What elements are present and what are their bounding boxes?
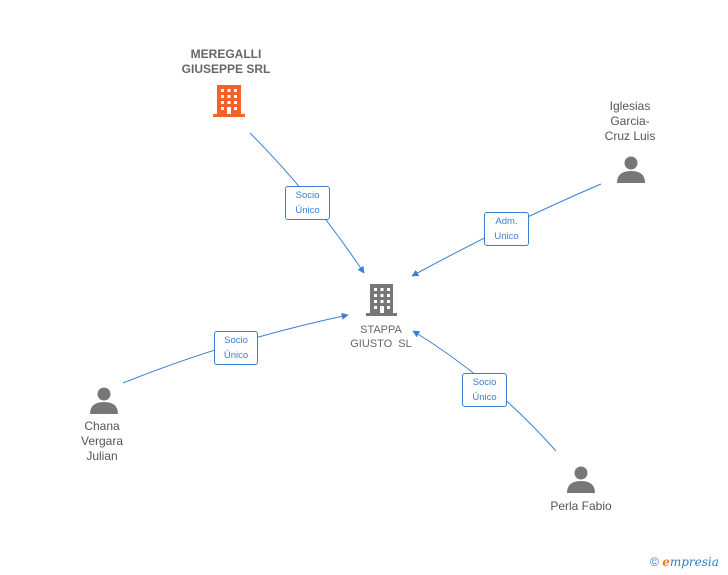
relation-label-line: Socio (224, 335, 248, 346)
brand-initial: e (662, 555, 670, 569)
company-node-meregalli[interactable]: MEREGALLI GIUSEPPE SRL (166, 47, 286, 77)
person-node-iglesias[interactable]: Iglesias Garcia- Cruz Luis (590, 99, 670, 144)
relation-label-line: Único (223, 350, 249, 361)
company-node-stappa[interactable]: STAPPA GIUSTO SL (331, 323, 431, 351)
relation-label-meregalli[interactable]: Socio Único (285, 186, 330, 220)
relation-label-line: Único (472, 392, 497, 403)
empresia-logo[interactable]: © empresia (650, 555, 719, 569)
relation-label-line: Socio (295, 190, 320, 201)
person-icon (617, 156, 645, 183)
relation-label-line: Unico (494, 231, 519, 242)
node-label-line: GIUSTO SL (350, 338, 412, 350)
node-label-line: STAPPA (360, 324, 402, 336)
relation-label-line: Único (295, 205, 320, 216)
node-label-line: Perla Fabio (550, 499, 612, 513)
relation-label-line: Adm. (495, 216, 518, 227)
person-icon (567, 466, 595, 493)
node-label-line: MEREGALLI (190, 47, 262, 61)
relation-label-iglesias[interactable]: Adm. Unico (484, 212, 529, 246)
node-label-line: Cruz Luis (604, 129, 656, 143)
building-icon (213, 85, 245, 117)
person-icon (90, 387, 118, 414)
brand-name: mpresia (669, 555, 719, 569)
relation-label-line: Socio (472, 377, 497, 388)
node-label-line: Chana (84, 419, 120, 433)
person-node-chana[interactable]: Chana Vergara Julian (66, 419, 138, 464)
building-icon (366, 284, 397, 316)
node-label-line: Garcia- (610, 114, 650, 128)
node-label-line: Iglesias (609, 99, 651, 113)
relation-label-perla[interactable]: Socio Único (462, 373, 507, 407)
node-label-line: GIUSEPPE SRL (181, 62, 271, 76)
relation-label-chana[interactable]: Socio Único (214, 331, 258, 365)
node-label-line: Julian (86, 449, 118, 463)
node-label-line: Vergara (80, 434, 124, 448)
person-node-perla[interactable]: Perla Fabio (531, 499, 631, 514)
copyright-symbol: © (650, 555, 659, 569)
